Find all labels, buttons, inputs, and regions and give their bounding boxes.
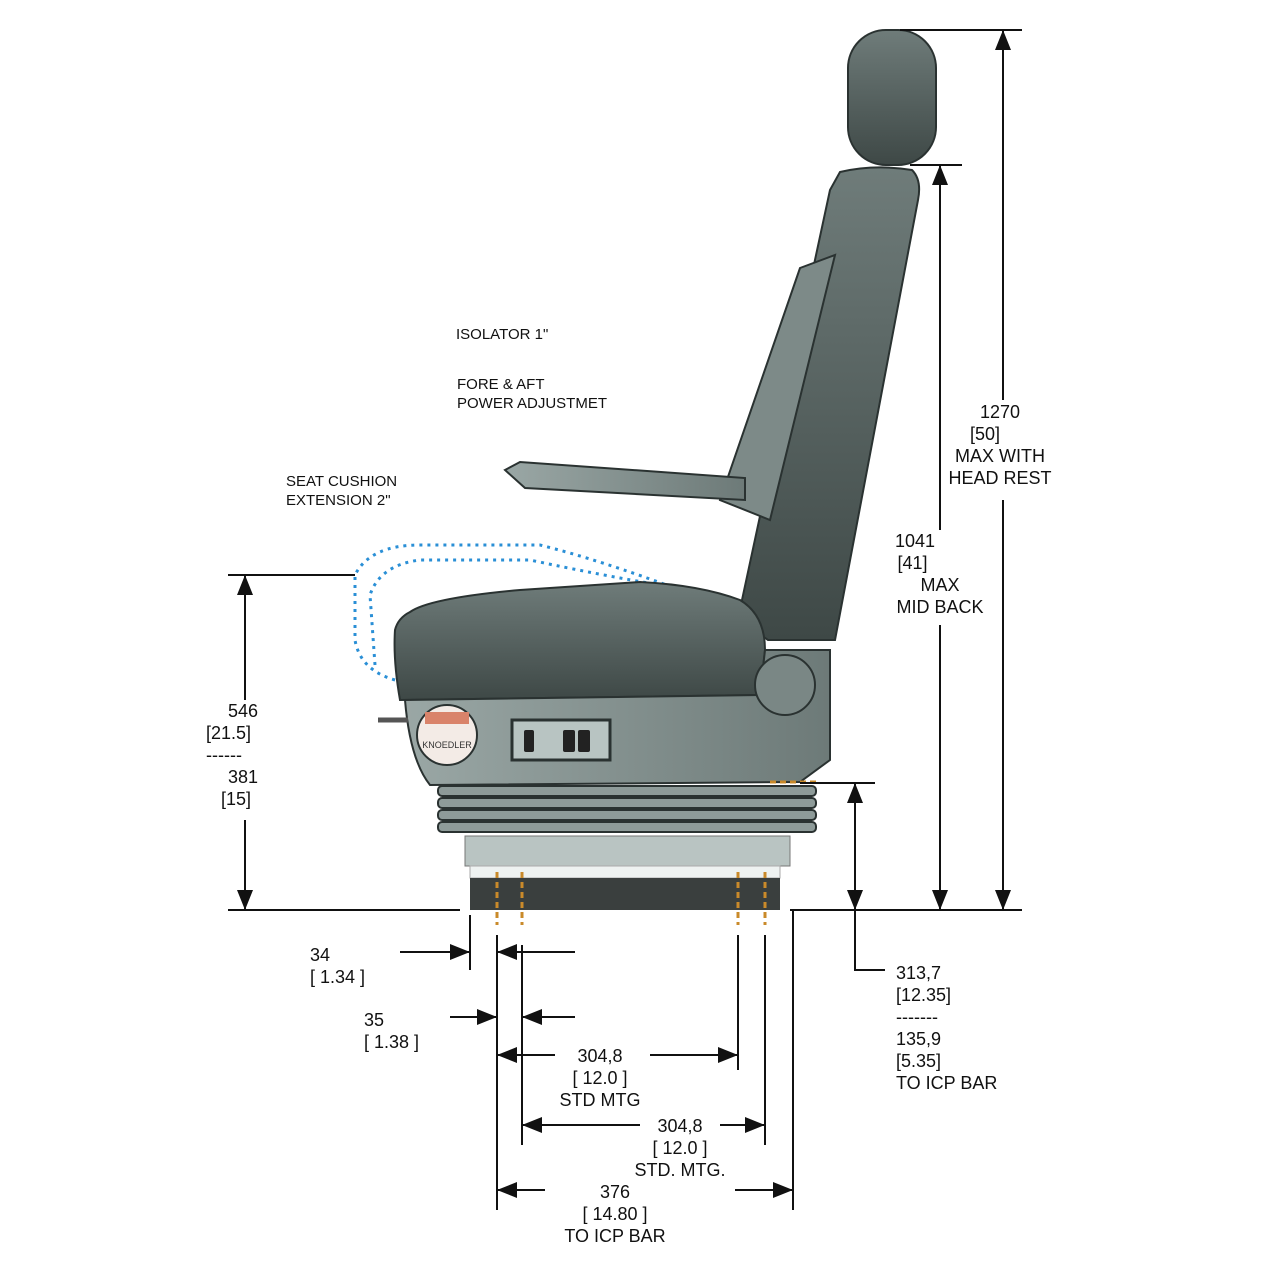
dim-std-mtg-1-group: 304,8[ 12.0 ]STD MTG: [540, 1045, 660, 1111]
logo-text: KNOEDLER: [422, 740, 472, 750]
dim-376-note: TO ICP BAR: [564, 1226, 666, 1246]
dim-135-mm: 135,9: [896, 1029, 942, 1049]
dim-376-in: [ 14.80 ]: [582, 1204, 648, 1224]
armrest-pad: [503, 460, 746, 502]
dim-35-group: 35[ 1.38 ]: [364, 1009, 419, 1053]
dim-1041-mm: 1041: [894, 531, 936, 551]
recline-knob: [754, 654, 816, 716]
dim-std-mtg-1-mm: 304,8: [577, 1046, 623, 1066]
fore-aft-switch-icon[interactable]: [524, 730, 534, 752]
isolator-note: ISOLATOR 1": [456, 326, 549, 343]
armrest-upright: [718, 253, 837, 522]
dim-313-group: 313,7[12.35]-------135,9[5.35]TO ICP BAR: [896, 962, 997, 1094]
dim-1270-note1: MAX WITH: [955, 446, 1045, 466]
dim-34-mm: 34: [310, 945, 331, 965]
dim-1041-note1: MAX: [920, 575, 960, 595]
icp-bar: [470, 878, 780, 910]
dim-381-mm: 381: [228, 767, 259, 787]
dim-35-in: [ 1.38 ]: [364, 1032, 420, 1052]
suspension-bellows: [437, 785, 817, 833]
seat-adjust-switch-icon[interactable]: [563, 730, 575, 752]
dim-313-in: [12.35]: [896, 985, 952, 1005]
dim-35-mm: 35: [364, 1010, 385, 1030]
cushion-note-line2: EXTENSION 2": [286, 492, 391, 509]
dim-std-mtg-2-group: 304,8[ 12.0 ]STD. MTG.: [620, 1115, 740, 1181]
cushion-note-line1: SEAT CUSHION: [286, 473, 398, 490]
dim-34-in: [ 1.34 ]: [310, 967, 366, 987]
seat-cushion: [393, 580, 767, 702]
dim-std-mtg-1-note: STD MTG: [559, 1090, 641, 1110]
cushion-extension-outline: [353, 543, 681, 682]
dim-546-mm: 546: [228, 701, 259, 721]
dim-546-sep: ------: [206, 745, 242, 765]
dim-376-group: 376[ 14.80 ]TO ICP BAR: [550, 1181, 680, 1247]
dim-1041-in: [41]: [897, 553, 928, 573]
logo-graphic: [425, 712, 469, 724]
dim-381-in: [15]: [221, 789, 252, 809]
dim-std-mtg-2-note: STD. MTG.: [634, 1160, 726, 1180]
dim-135-note: TO ICP BAR: [896, 1073, 998, 1093]
dim-546-group: 546[21.5]------381[15]: [206, 700, 258, 810]
fore-aft-note-line2: POWER ADJUSTMET: [457, 395, 608, 412]
dim-1270-in: [50]: [969, 424, 1001, 444]
dim-546-in: [21.5]: [206, 723, 252, 743]
seat-adjust-switch-icon-2[interactable]: [578, 730, 590, 752]
icp-bar-white: [469, 865, 781, 879]
dim-std-mtg-1-in: [ 12.0 ]: [572, 1068, 628, 1088]
dim-135-in: [5.35]: [896, 1051, 942, 1071]
base-plate: [464, 835, 791, 867]
dim-313-mm: 313,7: [896, 963, 942, 983]
dim-1270-mm: 1270: [979, 402, 1021, 422]
headrest: [847, 29, 937, 166]
dim-376-mm: 376: [599, 1182, 631, 1202]
dim-std-mtg-2-mm: 304,8: [657, 1116, 703, 1136]
fore-aft-note-line1: FORE & AFT: [457, 376, 545, 393]
dim-std-mtg-2-in: [ 12.0 ]: [652, 1138, 708, 1158]
dimension-lines: [228, 29, 1022, 1210]
dim-1041-note2: MID BACK: [896, 597, 984, 617]
dim-1270-note2: HEAD REST: [948, 468, 1052, 488]
dim-313-sep: -------: [896, 1007, 938, 1027]
dim-34-group: 34[ 1.34 ]: [310, 944, 365, 988]
